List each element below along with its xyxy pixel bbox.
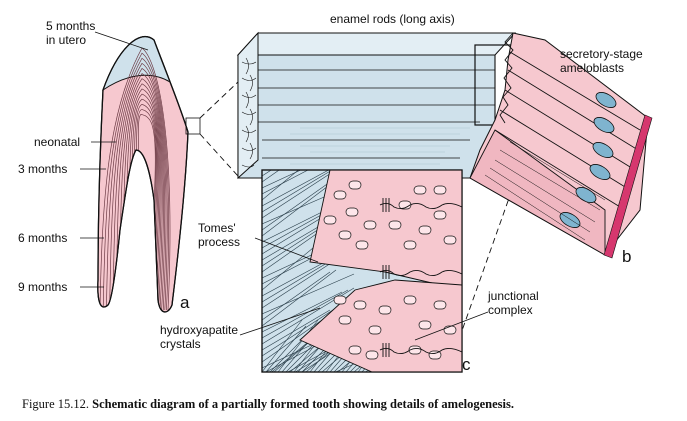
ameloblast-nucleus xyxy=(592,142,614,158)
panel-label-a: a xyxy=(180,293,190,312)
ameloblast-cell-membrane xyxy=(603,114,653,259)
tooth-outline xyxy=(97,35,189,313)
rods-block-side xyxy=(237,31,259,180)
label-tomes-process: Tomes'process xyxy=(198,221,240,249)
tomes-process-detail xyxy=(261,169,463,373)
label-enamel-rods: enamel rods (long axis) xyxy=(330,12,455,26)
tooth-leader-lines xyxy=(80,31,149,288)
secretory-vesicles xyxy=(323,180,457,360)
panel-label-c: c xyxy=(462,355,471,374)
caption-number: Figure 15.12. xyxy=(22,397,90,411)
ameloblast-nucleus xyxy=(595,92,617,108)
ameloblast-layer xyxy=(469,32,653,259)
label-6-months: 6 months xyxy=(18,231,67,245)
tooth-section xyxy=(97,35,201,313)
label-neonatal: neonatal xyxy=(34,135,80,149)
label-3-months: 3 months xyxy=(18,162,67,176)
tooth-magnified-box xyxy=(185,117,201,135)
detail-leader-lines xyxy=(239,237,489,341)
rods-block-top xyxy=(236,32,517,56)
figure-caption: Figure 15.12. Schematic diagram of a par… xyxy=(22,397,682,412)
panel-label-b: b xyxy=(622,247,631,266)
enamel-rods-block xyxy=(236,31,536,180)
ameloblast-nucleus xyxy=(589,164,611,180)
caption-text: Schematic diagram of a partially formed … xyxy=(92,397,514,411)
label-9-months: 9 months xyxy=(18,280,67,294)
ameloblast-nucleus xyxy=(593,117,615,133)
rods-block-front xyxy=(237,54,496,179)
junctional-complexes xyxy=(379,198,462,357)
tomes-process-upper xyxy=(309,170,462,291)
